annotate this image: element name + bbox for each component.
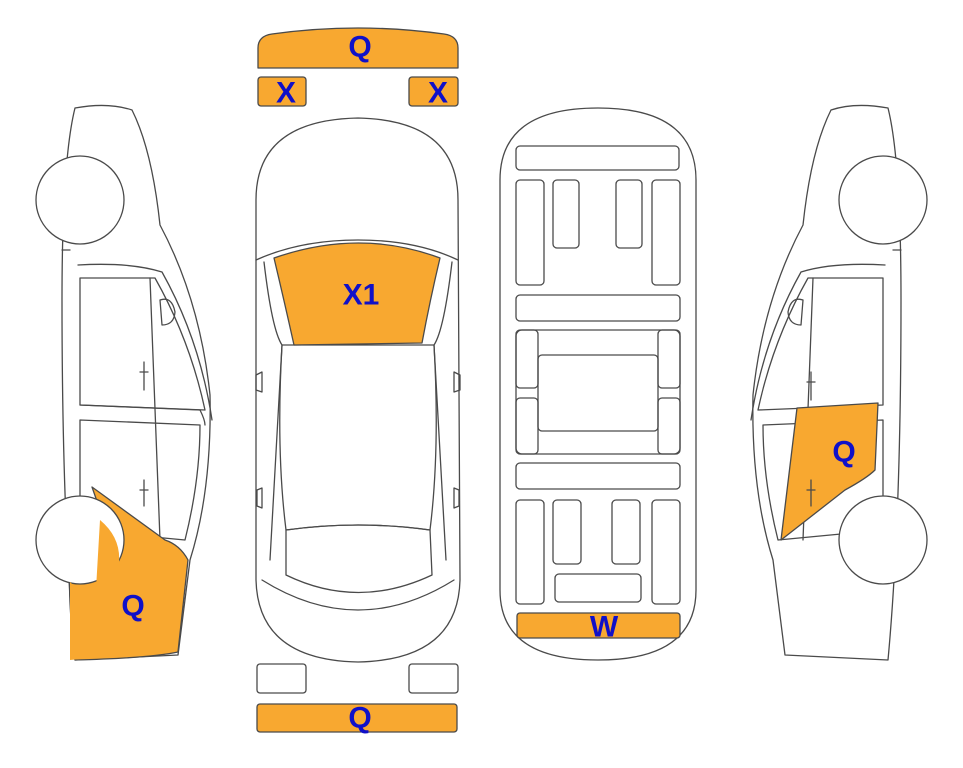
top-view-right-handle: [453, 487, 460, 509]
underbody-front-right-block: [615, 179, 643, 249]
front-bumper-area: [257, 27, 459, 69]
left-side-bpillar: [149, 277, 161, 541]
top-view-trunk-line: [261, 579, 455, 611]
windshield-area: [273, 242, 441, 346]
right-side-rear-door-damage-area: [780, 402, 879, 541]
top-view-left-handle: [256, 487, 263, 509]
left-side-view: Q: [35, 104, 213, 661]
right-side-window: [757, 277, 884, 411]
left-side-mirror: [159, 298, 176, 326]
left-taillight: [256, 663, 307, 694]
left-headlight-area: [257, 76, 307, 107]
underbody-front-left-block: [552, 179, 580, 249]
top-view-right-pillar: [433, 261, 453, 561]
right-side-handle-front: [806, 371, 816, 401]
underbody-rear-label: W: [590, 611, 619, 644]
underbody-crossmember-1: [515, 294, 681, 322]
right-taillight: [408, 663, 459, 694]
underbody-rear-damage-area: [516, 612, 681, 639]
underbody-rear-left-rail: [515, 499, 545, 605]
front-bumper-label: Q: [348, 31, 371, 64]
underbody-view: W: [499, 107, 697, 661]
left-side-rear-label: Q: [121, 590, 144, 623]
underbody-center-panel: [537, 354, 659, 432]
underbody-outline: [499, 107, 697, 661]
underbody-front-right-rail: [651, 179, 681, 286]
right-headlight-label: X: [428, 77, 448, 110]
right-side-handle-rear: [806, 479, 816, 507]
top-view-hood-line: [255, 239, 459, 261]
underbody-floor-frame: [515, 329, 681, 455]
right-side-mirror: [787, 298, 804, 326]
underbody-front-left-rail: [515, 179, 545, 286]
right-side-rear-door-label: Q: [832, 436, 855, 469]
top-view: Q X X X1 Q: [255, 27, 461, 735]
underbody-front-bar: [515, 145, 680, 171]
left-side-front-wheel: [35, 155, 125, 245]
right-side-beltline: [750, 263, 886, 421]
top-view-rear-window: [285, 524, 433, 594]
underbody-rear-box: [554, 573, 642, 603]
left-side-handle-front: [139, 361, 149, 391]
underbody-rear-right-rail: [651, 499, 681, 605]
top-view-left-pillar: [263, 261, 283, 561]
left-headlight-label: X: [276, 77, 296, 110]
right-side-rear-window: [762, 419, 884, 541]
underbody-rear-right-block: [611, 499, 641, 565]
underbody-crossmember-2: [515, 462, 681, 490]
left-side-window: [79, 277, 206, 411]
left-side-handle-rear: [139, 479, 149, 507]
left-side-rear-window: [79, 419, 201, 541]
top-view-left-mirror: [255, 371, 263, 393]
underbody-rear-left-block: [552, 499, 582, 565]
rear-bumper-label: Q: [348, 702, 371, 735]
right-side-view: [750, 104, 928, 661]
top-view-right-mirror: [453, 371, 461, 393]
left-side-rear-wheel-cover: [70, 520, 120, 660]
left-side-door-split: [79, 404, 206, 426]
right-headlight-area: [408, 76, 459, 107]
right-side-front-wheel: [838, 155, 928, 245]
windshield-label: X1: [343, 279, 380, 312]
rear-bumper-area: [256, 703, 458, 733]
right-side-rear-wheel: [838, 495, 928, 585]
top-view-body-outline: [255, 117, 461, 663]
left-side-beltline: [77, 263, 213, 421]
